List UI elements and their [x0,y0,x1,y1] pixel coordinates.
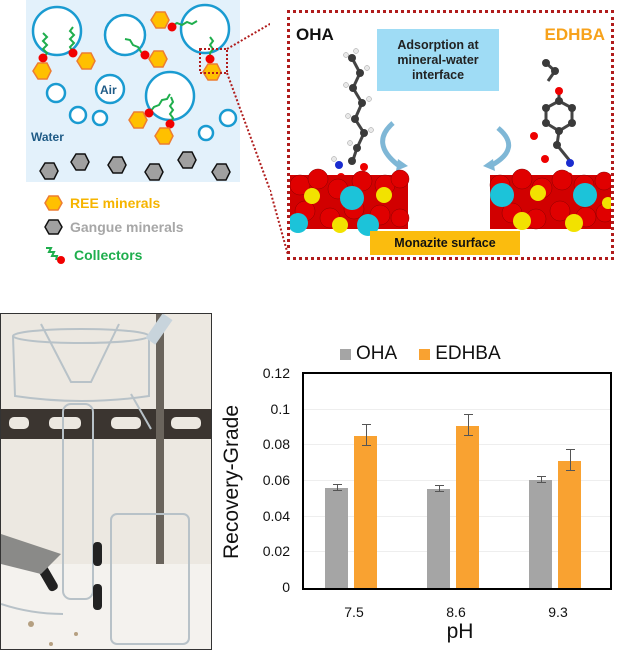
error-bar-cap [463,435,473,437]
flotation-schematic: Air [0,0,289,264]
bar-oha-9.3 [529,480,552,588]
adsorption-zoom-panel: OHA EDHBA Adsorption at mineral-water in… [287,10,614,260]
water-label: Water [31,130,64,144]
error-bar [336,485,338,491]
x-tick-label: 8.6 [446,604,466,620]
legend-gangue-minerals: Gangue minerals [44,219,184,235]
error-bar-cap [463,414,473,416]
legend-item-edhba: EDHBA [419,343,501,365]
connector-line [270,189,289,256]
flotation-cell-photo [0,313,212,650]
y-tick-label: 0.08 [262,436,290,453]
error-bar-cap [536,476,546,478]
adsorption-label-box: Adsorption at mineral-water interface [377,29,499,91]
error-bar-cap [565,449,575,451]
y-tick-label: 0.1 [270,400,290,417]
legend-label: OHA [356,343,398,364]
legend-item-oha: OHA [340,343,397,365]
legend-collectors: Collectors [44,245,142,265]
error-bar-cap [434,490,444,492]
bar-edhba-8.6 [456,425,479,588]
bar-edhba-9.3 [558,460,581,588]
bar-oha-8.6 [427,489,450,588]
error-bar [438,486,440,492]
error-bar [467,415,469,437]
legend-label: Collectors [74,247,143,263]
error-bar [365,424,367,447]
x-tick-label: 7.5 [344,604,364,620]
error-bar-cap [434,485,444,487]
error-bar-cap [565,469,575,471]
legend-label: REE minerals [70,195,161,211]
error-bar-cap [361,445,371,447]
error-bar-cap [332,489,342,491]
y-tick-label: 0.04 [262,507,290,524]
oha-title: OHA [296,25,334,44]
orange-swatch-icon [419,348,431,360]
orange-hexagon-icon [44,195,63,211]
plot-area [302,372,612,590]
error-bar-cap [361,423,371,425]
y-tick-label: 0.12 [262,365,290,381]
error-bar-cap [332,484,342,486]
bar-oha-7.5 [325,488,348,588]
gray-hexagon-icon [44,219,63,235]
y-tick-label: 0.06 [262,472,290,488]
legend-label: EDHBA [435,343,501,364]
x-tick-label: 9.3 [548,604,568,620]
legend-ree-minerals: REE minerals [44,195,160,211]
error-bar [569,450,571,471]
error-bar [540,477,542,483]
gray-swatch-icon [340,348,351,360]
y-axis-label: Recovery-Grade [220,404,243,560]
bar-edhba-7.5 [354,435,377,588]
legend-label: Gangue minerals [70,219,184,235]
error-bar-cap [536,481,546,483]
molecular-render [290,48,611,236]
edhba-title: EDHBA [544,25,605,44]
y-tick-label: 0 [282,579,290,595]
x-axis-label: pH [446,620,474,643]
photo-illustration [1,314,211,649]
gridline [304,408,610,410]
bubbles-and-particles: Air [31,3,270,190]
air-label: Air [100,83,117,97]
monazite-surface-label: Monazite surface [370,231,520,255]
collector-squiggle-icon [46,247,65,264]
y-tick-label: 0.02 [262,543,290,560]
chart-legend: OHA EDHBA [340,343,501,365]
